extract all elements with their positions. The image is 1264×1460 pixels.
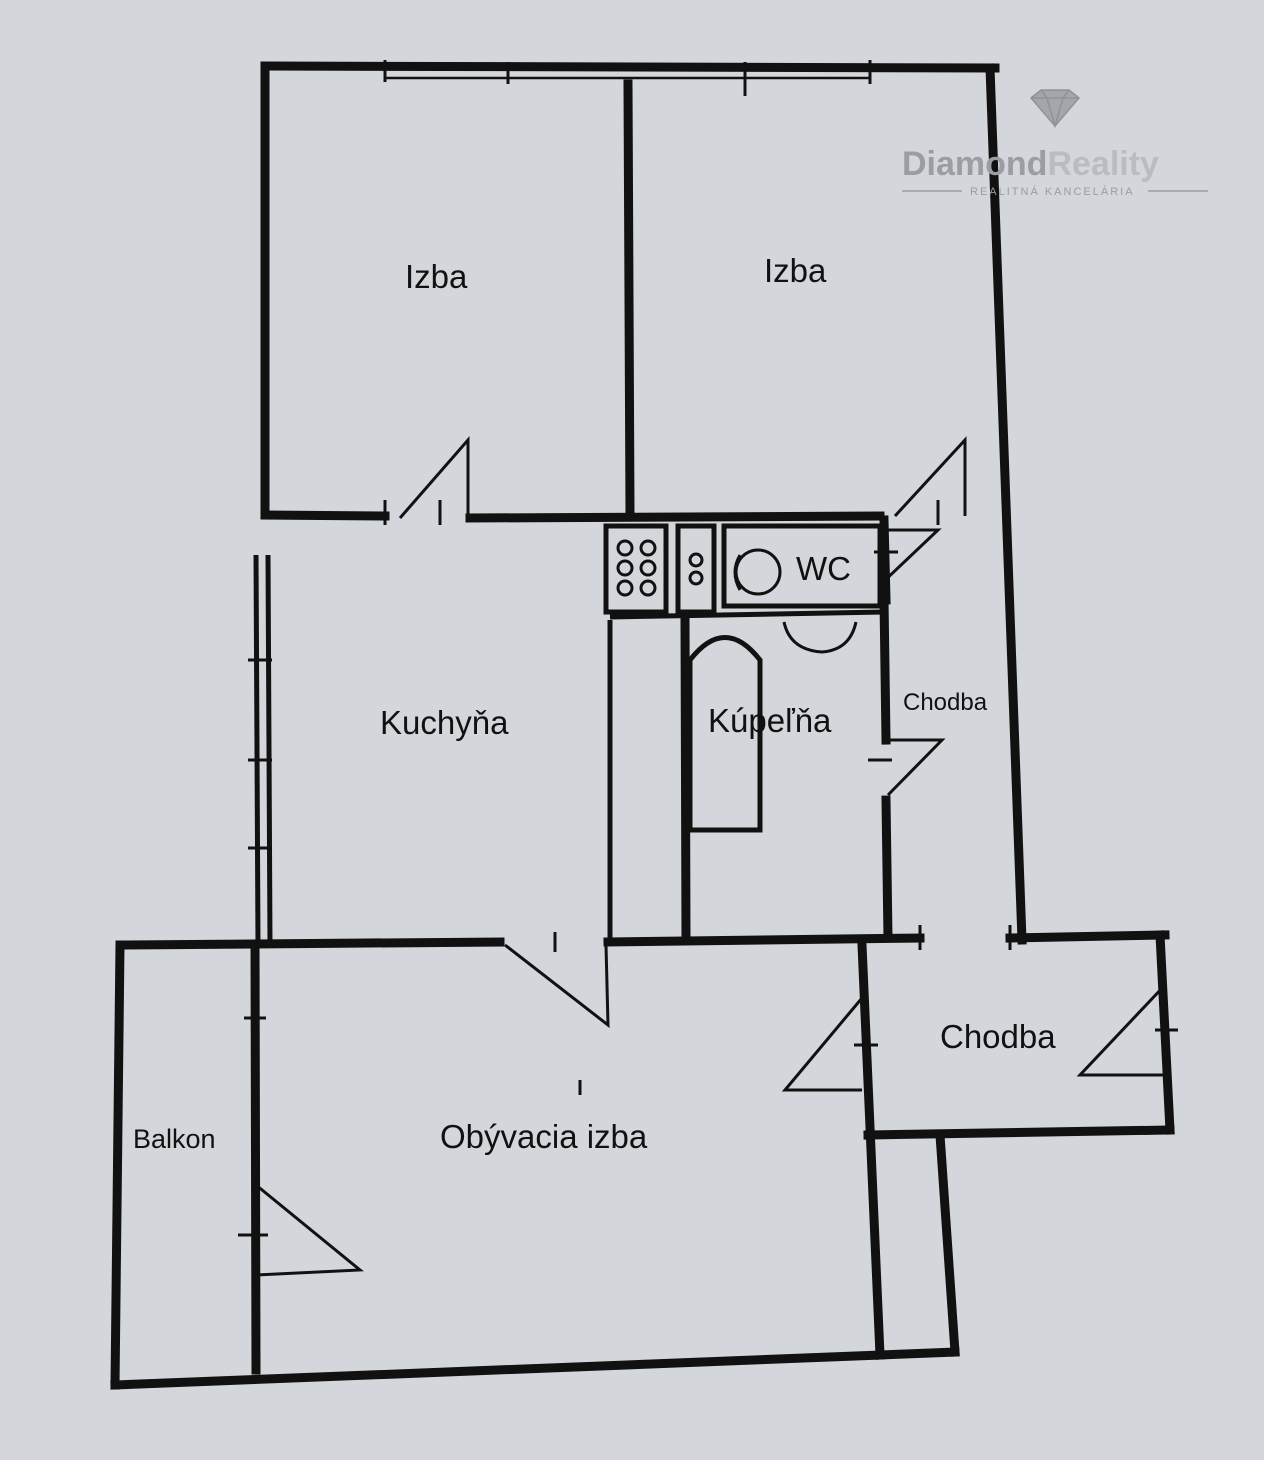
kitchen-window xyxy=(248,658,272,850)
stove-burners xyxy=(616,539,657,597)
label-chodba-lower: Chodba xyxy=(940,1018,1056,1055)
walls xyxy=(110,61,1175,1390)
label-wc: WC xyxy=(796,550,851,587)
top-windows xyxy=(383,60,872,96)
watermark: DiamondReality REALITNÁ KANCELÁRIA xyxy=(902,89,1208,198)
door-swings xyxy=(238,435,1178,1277)
watermark-subtitle: REALITNÁ KANCELÁRIA xyxy=(970,185,1135,198)
toilet-icon xyxy=(733,548,782,596)
label-kuchyna: Kuchyňa xyxy=(380,704,509,741)
diamond-icon xyxy=(1029,89,1081,129)
label-izba-right: Izba xyxy=(764,252,827,289)
room-labels: Izba Izba WC Kuchyňa Kúpeľňa Chodba Chod… xyxy=(133,252,1056,1155)
label-kupelna: Kúpeľňa xyxy=(708,702,832,739)
label-izba-left: Izba xyxy=(405,258,468,295)
label-obyvacia: Obývacia izba xyxy=(440,1118,648,1155)
label-balkon: Balkon xyxy=(133,1124,216,1154)
label-chodba-upper: Chodba xyxy=(903,689,988,716)
watermark-brand: DiamondReality xyxy=(902,145,1159,183)
